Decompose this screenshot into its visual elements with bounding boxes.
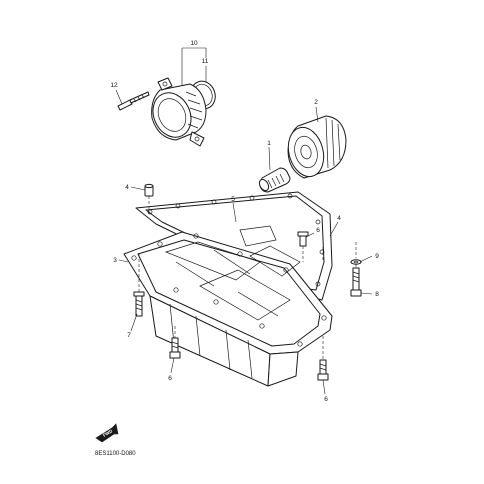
callout-7: 7	[127, 332, 131, 339]
callout-labels: 10 11 12 2 1 4 5 4 6 3 9 8 7 6 6	[110, 40, 379, 403]
callout-3: 3	[113, 257, 117, 264]
callout-4-left: 4	[125, 184, 129, 191]
callout-5: 5	[231, 196, 235, 203]
bolt-7	[133, 291, 145, 317]
bolt-6-lower-right	[317, 359, 329, 381]
washer-9	[350, 259, 362, 265]
callout-12: 12	[110, 82, 118, 89]
callout-4-right: 4	[337, 215, 341, 222]
dowel-pin-left	[144, 183, 154, 197]
front-mark-text: FWD	[102, 428, 114, 438]
callout-10: 10	[190, 40, 198, 47]
callout-2: 2	[314, 99, 318, 106]
alignment-lines	[138, 196, 357, 360]
leader-lines	[115, 47, 373, 395]
union-bolt	[258, 167, 291, 193]
callout-1: 1	[267, 140, 271, 147]
bolt-6-lower-left	[169, 337, 181, 359]
callout-11: 11	[202, 58, 209, 65]
callout-9: 9	[375, 253, 379, 260]
cooler-bolt-12	[117, 91, 150, 111]
oil-cooler-assembly	[151, 77, 216, 147]
oil-pan	[123, 231, 333, 387]
oil-filter	[287, 115, 347, 179]
front-direction-arrow-icon: FWD	[95, 423, 119, 443]
bolt-6-upper	[297, 231, 309, 247]
callout-6-lower-right: 6	[324, 396, 328, 403]
callout-8: 8	[375, 291, 379, 298]
drain-bolt-8	[350, 267, 362, 297]
callout-6-lower-left: 6	[168, 375, 172, 382]
callout-6-upper: 6	[316, 227, 320, 234]
diagram-code: 8ES1100-D080	[95, 451, 136, 457]
